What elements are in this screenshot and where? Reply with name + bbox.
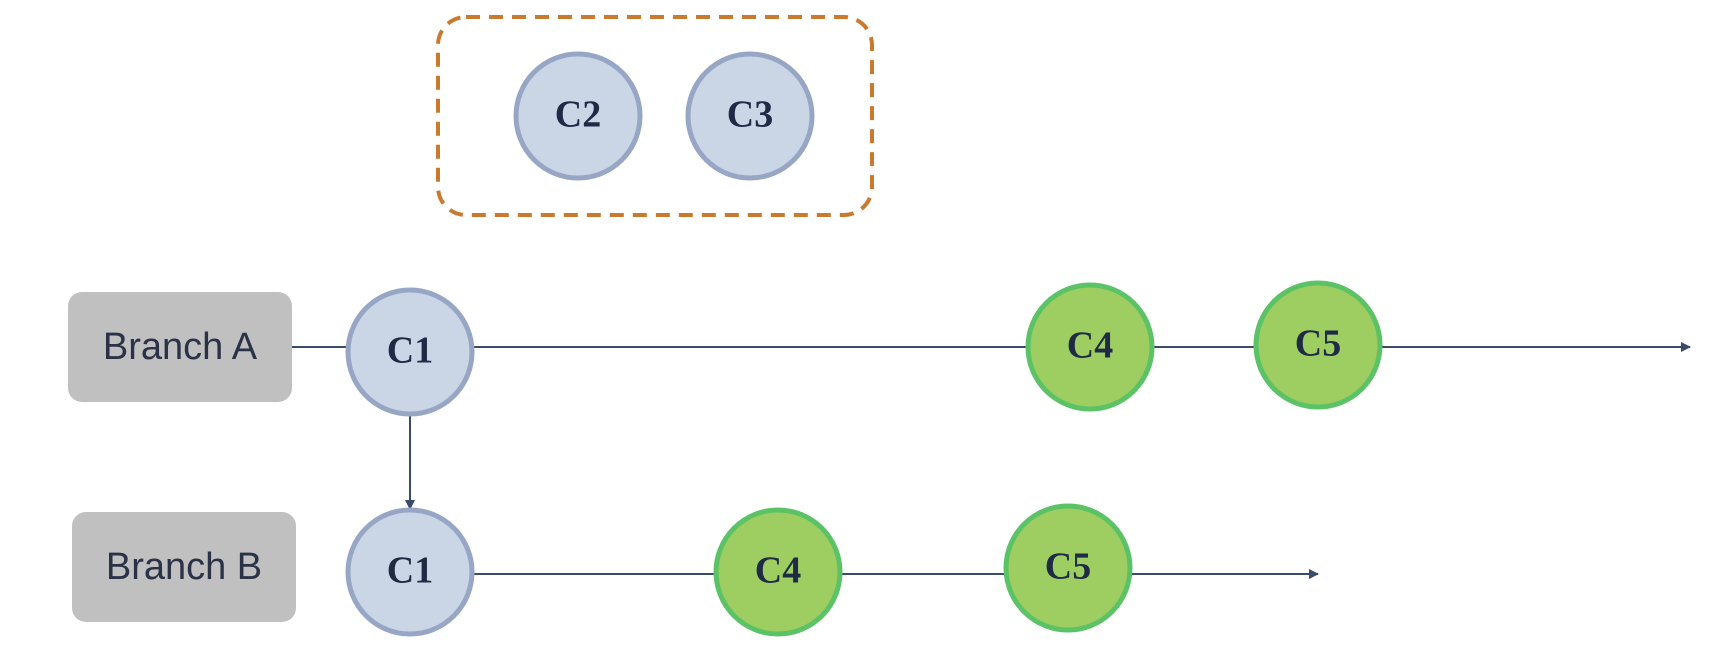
branch-b-commit-c5: C5 — [1003, 503, 1133, 633]
branch-a-label: Branch A — [68, 292, 292, 402]
branch-a-commit-c5-label: C5 — [1295, 323, 1341, 365]
branch-a-commit-c5: C5 — [1253, 280, 1383, 410]
commit-c2-label: C2 — [555, 94, 601, 136]
branch-b-commit-c5-label: C5 — [1045, 546, 1091, 588]
commit-group-box — [436, 15, 874, 217]
branch-b-label: Branch B — [72, 512, 296, 622]
commit-c3: C3 — [685, 51, 815, 181]
branch-a-commit-c1: C1 — [345, 287, 475, 417]
branch-b-commit-c4-label: C4 — [755, 550, 801, 592]
branch-b-commit-c1-label: C1 — [387, 550, 433, 592]
branch-b-commit-c1: C1 — [345, 507, 475, 637]
commit-c2: C2 — [513, 51, 643, 181]
branch-a-commit-c1-label: C1 — [387, 330, 433, 372]
branch-b-commit-c4: C4 — [713, 507, 843, 637]
branch-a-commit-c4-label: C4 — [1067, 325, 1113, 367]
commit-c3-label: C3 — [727, 94, 773, 136]
branch-a-label-text: Branch A — [103, 326, 258, 368]
branch-a-commit-c4: C4 — [1025, 282, 1155, 412]
branch-b-label-text: Branch B — [106, 546, 262, 588]
